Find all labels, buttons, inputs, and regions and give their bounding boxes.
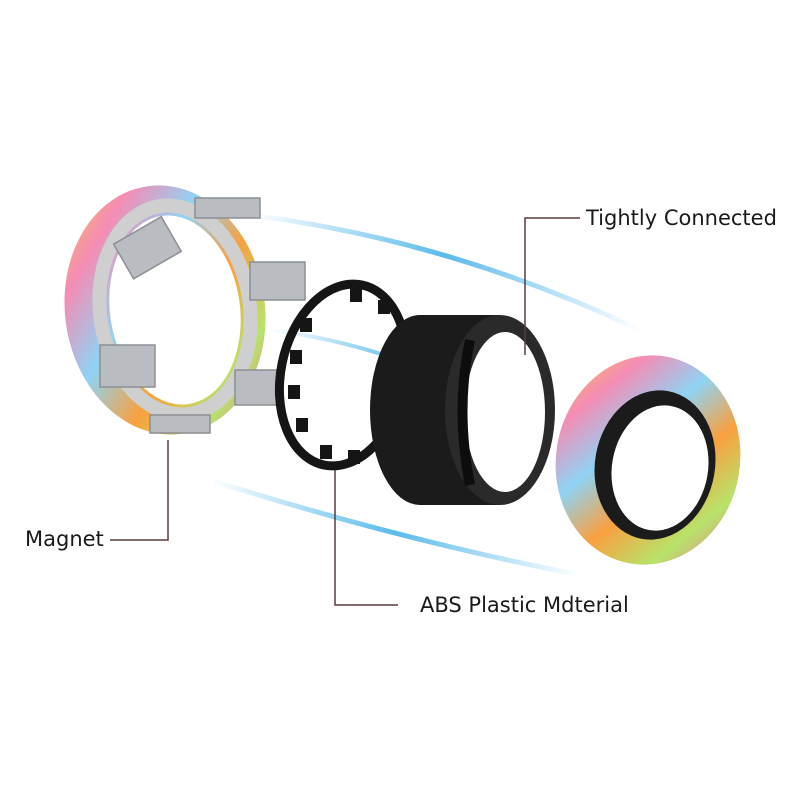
motion-swoosh: [249, 212, 642, 333]
leader-lines: [110, 217, 580, 606]
magnet-ring: [64, 185, 306, 435]
leader-line-magnet: [110, 440, 169, 541]
leader-line-tightly-connected: [524, 217, 580, 355]
abs-plastic-sleeve: [370, 315, 555, 505]
leader-line-abs: [334, 470, 398, 606]
label-magnet: Magnet: [25, 527, 104, 551]
magnet-blocks: [99, 197, 306, 434]
label-abs-plastic: ABS Plastic Mdterial: [420, 593, 629, 617]
label-tightly-connected: Tightly Connected: [586, 206, 777, 230]
outer-rainbow-ring: [555, 355, 741, 565]
motion-swoosh: [209, 477, 581, 578]
